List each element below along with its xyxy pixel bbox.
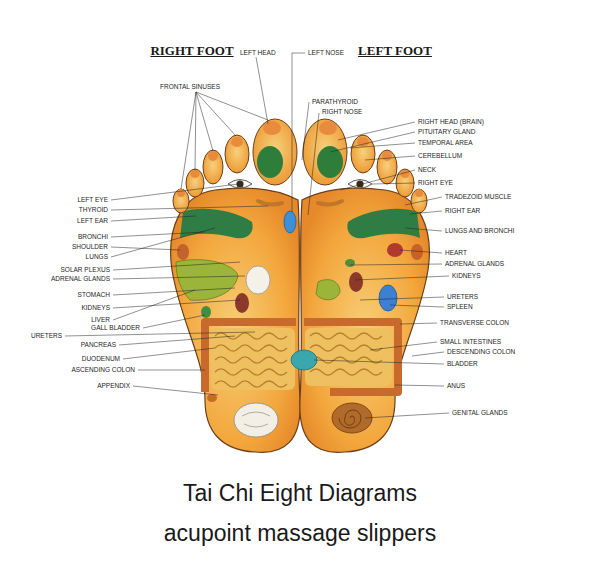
- reflex-zone-label: PITUITARY GLAND: [418, 129, 475, 136]
- reflex-zone-label: ANUS: [447, 383, 465, 390]
- reflex-zone-label: ASCENDING COLON: [71, 367, 135, 374]
- foot-heading: LEFT FOOT: [358, 44, 432, 57]
- reflex-zone-label: URETERS: [447, 294, 478, 301]
- caption: Tai Chi Eight Diagrams acupoint massage …: [150, 473, 450, 553]
- reflex-zone-label: RIGHT EAR: [445, 208, 480, 215]
- reflex-zone-label: BLADDER: [447, 361, 478, 368]
- reflex-zone-label: APPENDIX: [97, 383, 130, 390]
- right-foot: [171, 119, 301, 452]
- left-foot: [291, 119, 429, 452]
- reflex-zone-label: SHOULDER: [72, 244, 108, 251]
- reflex-zone-label: ADRENAL GLANDS: [51, 276, 110, 283]
- reflex-zone-label: RIGHT HEAD (BRAIN): [418, 119, 484, 126]
- reflex-zone-label: PARATHYROID: [312, 99, 358, 106]
- reflex-zone-label: RIGHT NOSE: [322, 109, 362, 116]
- reflex-zone-label: LIVER: [91, 317, 110, 324]
- reflex-zone-label: DUODENUM: [82, 356, 120, 363]
- reflex-zone-label: SOLAR PLEXUS: [61, 267, 111, 274]
- reflex-zone-label: TRADEZOID MUSCLE: [445, 194, 511, 201]
- reflex-zone-label: LUNGS AND BRONCHI: [445, 228, 514, 235]
- reflex-zone-label: PANCREAS: [81, 342, 116, 349]
- reflex-zone-label: KIDNEYS: [452, 273, 481, 280]
- reflex-zone-label: GENITAL GLANDS: [452, 410, 508, 417]
- foot-heading: RIGHT FOOT: [150, 44, 233, 57]
- reflex-zone-label: LEFT EAR: [77, 218, 108, 225]
- reflex-zone-label: RIGHT EYE: [418, 180, 453, 187]
- reflex-zone-label: DESCENDING COLON: [447, 349, 515, 356]
- reflex-zone-label: TEMPORAL AREA: [418, 140, 473, 147]
- reflex-zone-label: STOMACH: [78, 292, 110, 299]
- reflex-zone-label: SMALL INTESTINES: [440, 339, 501, 346]
- reflex-zone-label: CEREBELLUM: [418, 153, 462, 160]
- reflex-zone-label: KIDNEYS: [81, 305, 110, 312]
- reflex-zone-label: ADRENAL GLANDS: [445, 261, 504, 268]
- reflex-zone-label: URETERS: [31, 333, 62, 340]
- reflex-zone-label: FRONTAL SINUSES: [160, 84, 220, 91]
- reflex-zone-label: TRANSVERSE COLON: [440, 320, 509, 327]
- reflex-zone-label: NECK: [418, 167, 436, 174]
- reflex-zone-label: LUNGS: [86, 254, 108, 261]
- reflex-zone-label: THYROID: [79, 207, 108, 214]
- reflex-zone-label: LEFT HEAD: [240, 50, 276, 57]
- reflex-zone-label: GALL BLADDER: [91, 325, 140, 332]
- reflex-zone-label: LEFT NOSE: [308, 50, 344, 57]
- reflex-zone-label: HEART: [445, 250, 467, 257]
- reflex-zone-label: SPLEEN: [447, 304, 473, 311]
- reflex-zone-label: LEFT EYE: [77, 197, 108, 204]
- leader-lines: [65, 53, 449, 418]
- reflex-zone-label: BRONCHI: [78, 234, 108, 241]
